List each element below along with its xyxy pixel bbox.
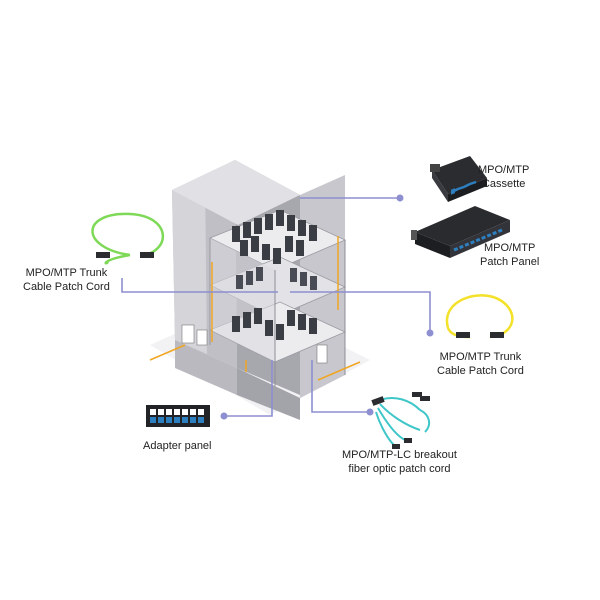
label-trunk-right-line2: Cable Patch Cord [437, 365, 524, 377]
label-patch-panel: MPO/MTP Patch Panel [480, 241, 539, 269]
label-cassette-line1: MPO/MTP [478, 164, 530, 176]
label-trunk-right: MPO/MTP Trunk Cable Patch Cord [437, 350, 524, 378]
label-cassette: MPO/MTP Cassette [478, 163, 529, 191]
label-patch-panel-line2: Patch Panel [480, 256, 540, 268]
connector-line-trunk-left [121, 278, 278, 293]
data-center-building-icon [149, 160, 370, 420]
green-trunk-cable-icon [91, 212, 165, 265]
connector-dot-cassette [396, 194, 404, 202]
connector-dot-adapter-panel [220, 412, 228, 420]
label-adapter-panel-line1: Adapter panel [143, 440, 212, 452]
fiber-cassette-icon [430, 156, 487, 202]
label-breakout-line1: MPO/MTP-LC breakout [342, 449, 457, 461]
connector-line-breakout [311, 360, 370, 413]
label-trunk-left-line2: Cable Patch Cord [23, 281, 110, 293]
breakout-cable-icon [371, 392, 431, 449]
rack-patch-panel-icon [411, 206, 510, 258]
yellow-trunk-cable-icon [445, 294, 514, 339]
label-patch-panel-line1: MPO/MTP [483, 242, 536, 254]
adapter-panel-icon [146, 405, 210, 427]
label-trunk-left: MPO/MTP Trunk Cable Patch Cord [23, 266, 110, 294]
connector-lines [121, 197, 431, 417]
label-cassette-line2: Cassette [481, 178, 526, 190]
connector-dot-breakout [366, 408, 374, 416]
connector-dots [220, 194, 434, 420]
label-breakout-line2: fiber optic patch cord [348, 463, 451, 475]
label-trunk-left-line1: MPO/MTP Trunk [25, 267, 108, 279]
label-trunk-right-line1: MPO/MTP Trunk [439, 351, 522, 363]
label-adapter-panel: Adapter panel [143, 439, 212, 453]
connector-line-adapter-panel [224, 360, 273, 417]
connector-line-trunk-right [290, 291, 431, 333]
label-breakout: MPO/MTP-LC breakout fiber optic patch co… [342, 448, 457, 476]
connector-dot-trunk-right [426, 329, 434, 337]
